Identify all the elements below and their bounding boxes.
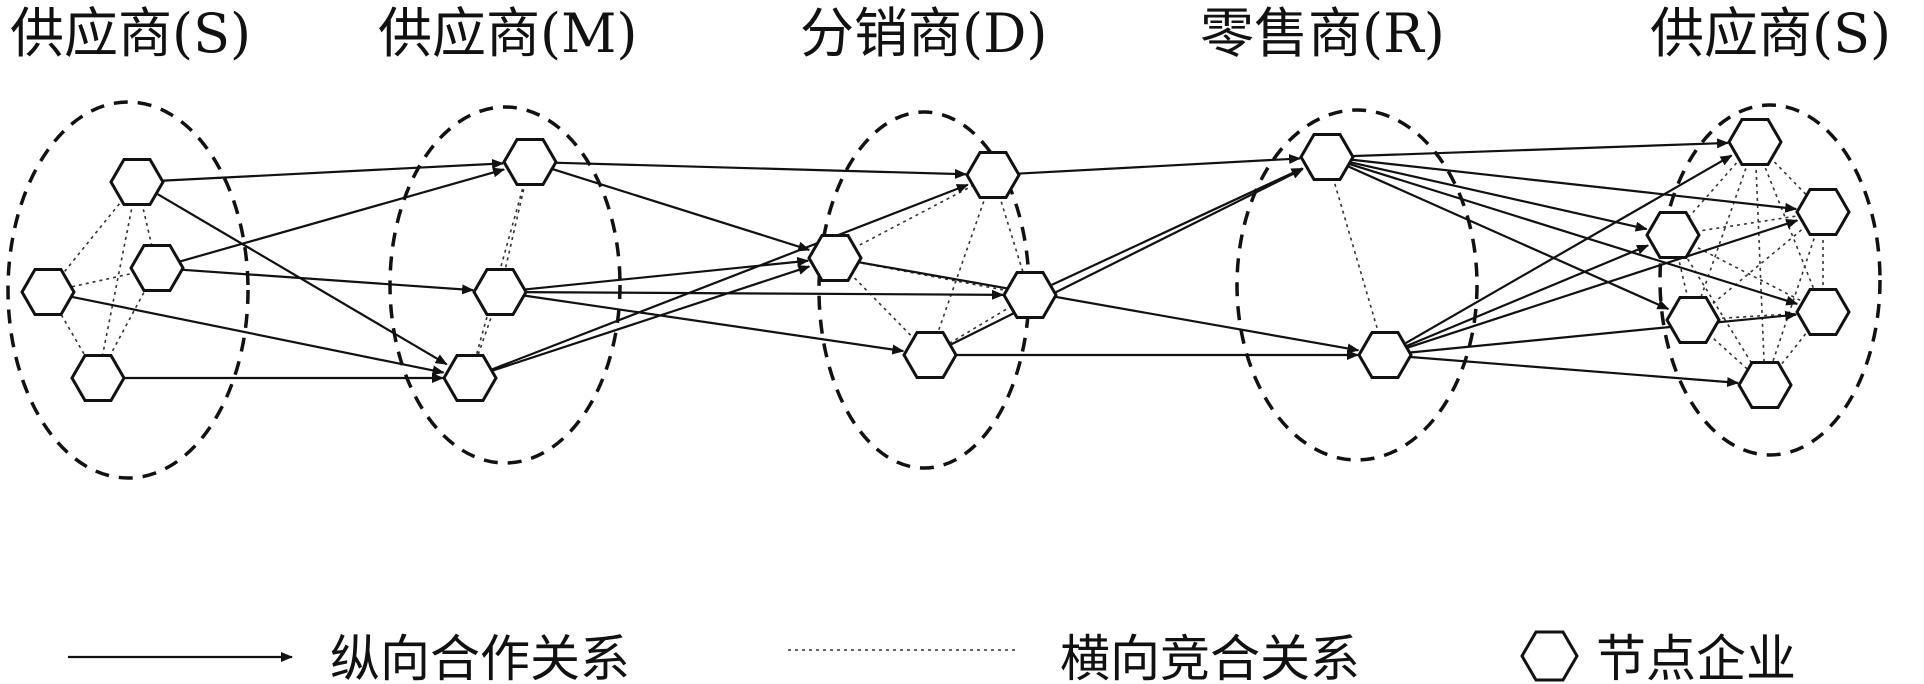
enterprise-node-hexagon-s2c <box>1645 210 1701 260</box>
legend: 纵向合作关系 横向竞合关系 节点企业 <box>68 630 1796 684</box>
competition-edge-d1-d3 <box>834 257 1031 296</box>
cluster-supplier-s-left <box>6 100 250 480</box>
competition-edge-s2a-s2f <box>1754 141 1766 386</box>
enterprise-node-hexagon-r1 <box>1299 132 1355 182</box>
enterprise-node-hexagon-s2a <box>1727 117 1783 167</box>
vertical-cooperation-edges <box>71 138 1799 387</box>
heading-supplier-m: 供应商(M) <box>378 2 637 65</box>
enterprise-node-hexagon-d4 <box>902 330 958 380</box>
competition-edge-s2c-s2f <box>1672 234 1766 386</box>
enterprise-node-hexagon-s1a <box>109 157 165 207</box>
heading-distributor-d: 分销商(D) <box>800 2 1047 65</box>
cooperation-arrow-r1-s2d <box>1349 163 1799 306</box>
cooperation-arrow-r2-s2c <box>1406 244 1649 347</box>
enterprise-node-hexagon-d2 <box>965 150 1021 200</box>
cooperation-arrow-r2-s2f <box>1408 355 1740 387</box>
enterprise-node-hexagon-m2 <box>472 267 528 317</box>
stage-clusters <box>6 100 1882 480</box>
cooperation-arrow-s1b-m1 <box>179 167 505 263</box>
cooperation-arrow-r1-s2e <box>1348 165 1670 311</box>
cooperation-arrow-r1-s2b <box>1350 158 1798 213</box>
cooperation-arrow-m1-d2 <box>553 161 968 179</box>
competition-edge-d3-d4 <box>929 294 1031 356</box>
cooperation-arrow-r1-s2c <box>1350 161 1648 232</box>
cooperation-arrow-s1a-m1 <box>160 158 505 182</box>
cooperation-arrow-d2-r1 <box>1016 154 1302 175</box>
enterprise-node-hexagon-r2 <box>1357 330 1413 380</box>
cooperation-arrow-s1d-m3 <box>71 295 445 376</box>
enterprise-node-hexagon-s1b <box>129 243 185 293</box>
enterprise-node-hexagon-m1 <box>502 137 558 187</box>
cluster-retailer-r <box>1235 108 1479 462</box>
stage-headings: 供应商(S) 供应商(M) 分销商(D) 零售商(R) 供应商(S) <box>10 2 1891 65</box>
heading-retailer-r: 零售商(R) <box>1200 2 1445 65</box>
enterprise-node-hexagon-s2d <box>1795 287 1851 337</box>
cooperation-arrow-r2-s2d <box>1408 310 1798 354</box>
enterprise-node-hexagon-s2b <box>1795 187 1851 237</box>
enterprise-node-hexagon-d1 <box>807 233 863 283</box>
competition-edge-r1-r2 <box>1326 156 1386 356</box>
cooperation-arrow-m2-d4 <box>523 294 905 355</box>
cooperation-arrow-m2-d1 <box>523 256 810 291</box>
cluster-supplier-s-right <box>1658 103 1882 457</box>
cooperation-arrow-d4-r1 <box>950 168 1304 346</box>
heading-supplier-s-left: 供应商(S) <box>10 2 251 65</box>
heading-supplier-s-right: 供应商(S) <box>1650 2 1891 65</box>
enterprise-nodes <box>20 117 1851 410</box>
cooperation-arrow-m3-d1 <box>492 265 811 372</box>
cooperation-arrow-r1-s2a <box>1350 138 1730 158</box>
enterprise-node-hexagon-d3 <box>1002 270 1058 320</box>
cooperation-arrow-s1b-m2 <box>180 268 475 295</box>
legend-vertical-label: 纵向合作关系 <box>330 630 630 684</box>
enterprise-node-hexagon-s1d <box>20 267 76 317</box>
competition-edge-d1-d2 <box>834 174 994 259</box>
enterprise-node-hexagon-m3 <box>442 353 498 403</box>
cooperation-arrow-r2-s2a <box>1405 154 1733 344</box>
legend-node-label: 节点企业 <box>1596 630 1796 684</box>
enterprise-node-hexagon-s1c <box>70 353 126 403</box>
legend-horizontal-label: 横向竞合关系 <box>1060 630 1360 684</box>
cooperation-arrow-m3-d2 <box>491 183 969 371</box>
cooperation-arrow-m1-d1 <box>552 168 811 252</box>
competition-edge-s1a-s1c <box>97 181 138 379</box>
legend-hexagon-icon <box>1520 630 1579 682</box>
cooperation-arrow-m2-d3 <box>523 289 1005 300</box>
cooperation-arrow-d3-r1 <box>1051 167 1304 286</box>
cooperation-arrow-r2-s2b <box>1407 219 1799 349</box>
cooperation-arrow-d1-r2 <box>858 261 1360 354</box>
enterprise-node-hexagon-s2e <box>1665 295 1721 345</box>
enterprise-node-hexagon-s2f <box>1737 360 1793 410</box>
